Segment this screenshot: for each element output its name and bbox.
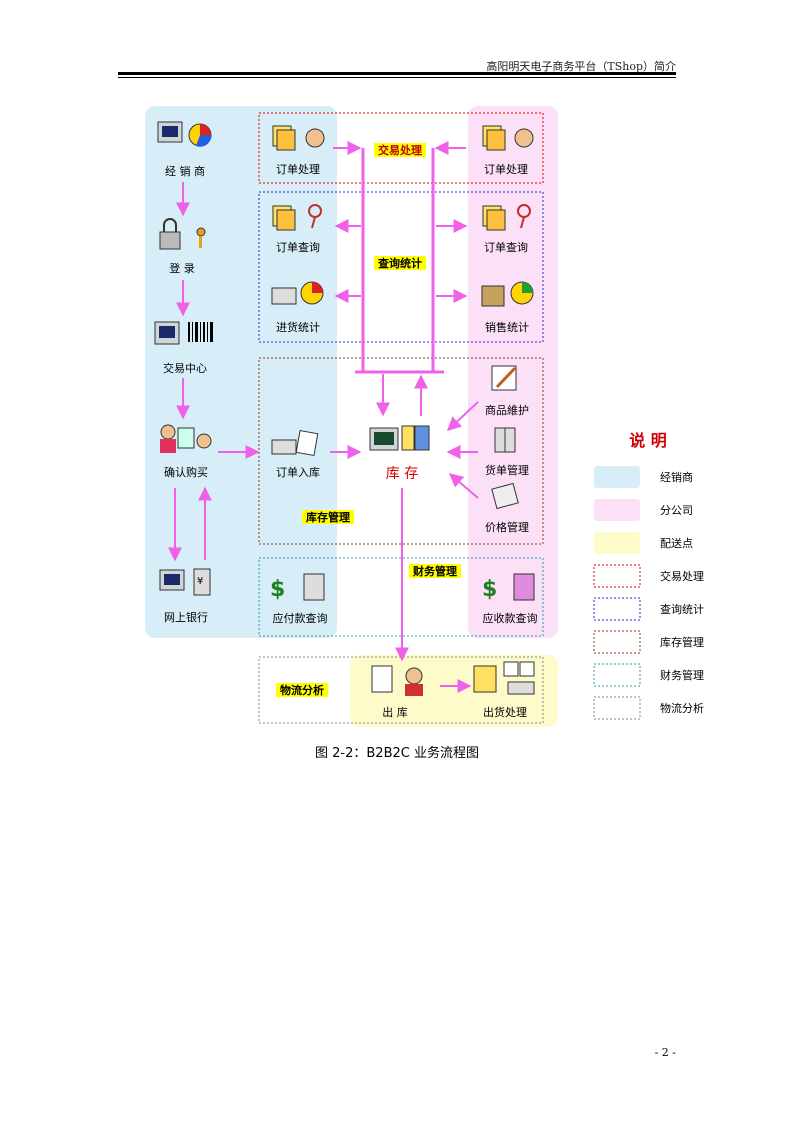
legend-label: 配送点 [660,536,693,550]
legend-swatch [593,630,641,654]
pen-document-icon [491,365,517,391]
dealer-region [145,106,337,638]
order-in-label: 订单入库 [276,466,320,479]
sales-stats-label: 销售统计 [485,320,529,334]
legend-swatch [593,696,641,720]
document-search-icon-right [482,204,531,231]
legend-title: 说 明 [629,431,667,450]
legend-label: 交易处理 [660,569,704,583]
tag-finance: 财务管理 [412,564,457,578]
legend-label: 经销商 [660,470,693,484]
login-label: 登 录 [169,261,195,275]
purchase-stats-label: 进货统计 [276,320,320,334]
legend-swatch [593,564,641,588]
legend-swatch [593,663,641,687]
lock-key-icon [159,218,206,250]
legend-label: 物流分析 [660,701,704,715]
svg-text:$: $ [482,577,497,602]
goods-maint-label: 商品維护 [485,403,529,417]
legend-label: 财务管理 [660,668,704,682]
bill-mgmt-label: 货单管理 [485,463,529,477]
person-purchase-icon [160,424,212,453]
dealer-label: 经 销 商 [165,164,205,178]
stock-out-label: 出 库 [382,705,408,719]
printer-chart-icon [271,281,324,305]
trade-center-label: 交易中心 [163,361,207,375]
tag-query: 查询统计 [378,256,422,270]
barcode-icon [154,321,213,345]
legend-label: 库存管理 [660,635,704,649]
header-rule-thin [118,77,676,78]
legend-swatch [593,597,641,621]
online-bank-label: 网上银行 [164,610,208,624]
document-hand-icon-right [482,125,534,151]
legend-label: 查询统计 [660,602,704,616]
legend-swatch [594,499,640,521]
page-header: 高阳明天电子商务平台（TShop）简介 [486,60,676,73]
bank-atm-icon: ¥ [159,568,211,596]
shipping-icon [473,661,535,695]
monitor-chart-icon [157,121,212,147]
document-search-icon-left [272,204,322,231]
svg-text:$: $ [270,577,285,602]
dollar-calculator-icon-left: $ [270,573,325,602]
svg-text:¥: ¥ [197,576,203,587]
document-hand-icon-left [272,125,325,151]
dollar-calculator-icon-right: $ [482,573,535,602]
price-mgmt-label: 价格管理 [485,520,529,534]
box-chart-icon [481,281,534,307]
right-order-proc-label: 订单处理 [484,163,528,176]
payable-query-label: 应付款查询 [273,611,328,625]
tag-trade: 交易处理 [378,143,422,157]
figure-caption: 图 2-2：B2B2C 业务流程图 [315,746,479,761]
header-rule [118,72,676,75]
confirm-buy-label: 确认购买 [164,465,208,479]
right-order-query-label: 订单查询 [484,240,528,254]
receivable-query-label: 应收款查询 [483,611,538,625]
inventory-label: 库 存 [386,466,418,482]
left-order-proc-label: 订单处理 [276,163,320,176]
ship-proc-label: 出货处理 [483,705,527,719]
tag-logistics: 物流分析 [280,683,324,697]
query-box [258,191,544,343]
price-tag-icon [491,482,519,510]
trade-box [258,112,544,184]
stock-out-icon [371,665,423,696]
left-order-query-label: 订单查询 [276,240,320,254]
tag-stock: 库存管理 [306,510,350,524]
legend-swatch [594,466,640,488]
legend-label: 分公司 [660,504,693,517]
flow-diagram: ¥ [145,106,704,727]
page-number: - 2 - [654,1046,676,1059]
printer-papers-icon [271,430,319,456]
door-bill-icon [494,427,516,453]
inventory-building-icon [369,425,430,451]
legend-swatch [594,532,640,554]
